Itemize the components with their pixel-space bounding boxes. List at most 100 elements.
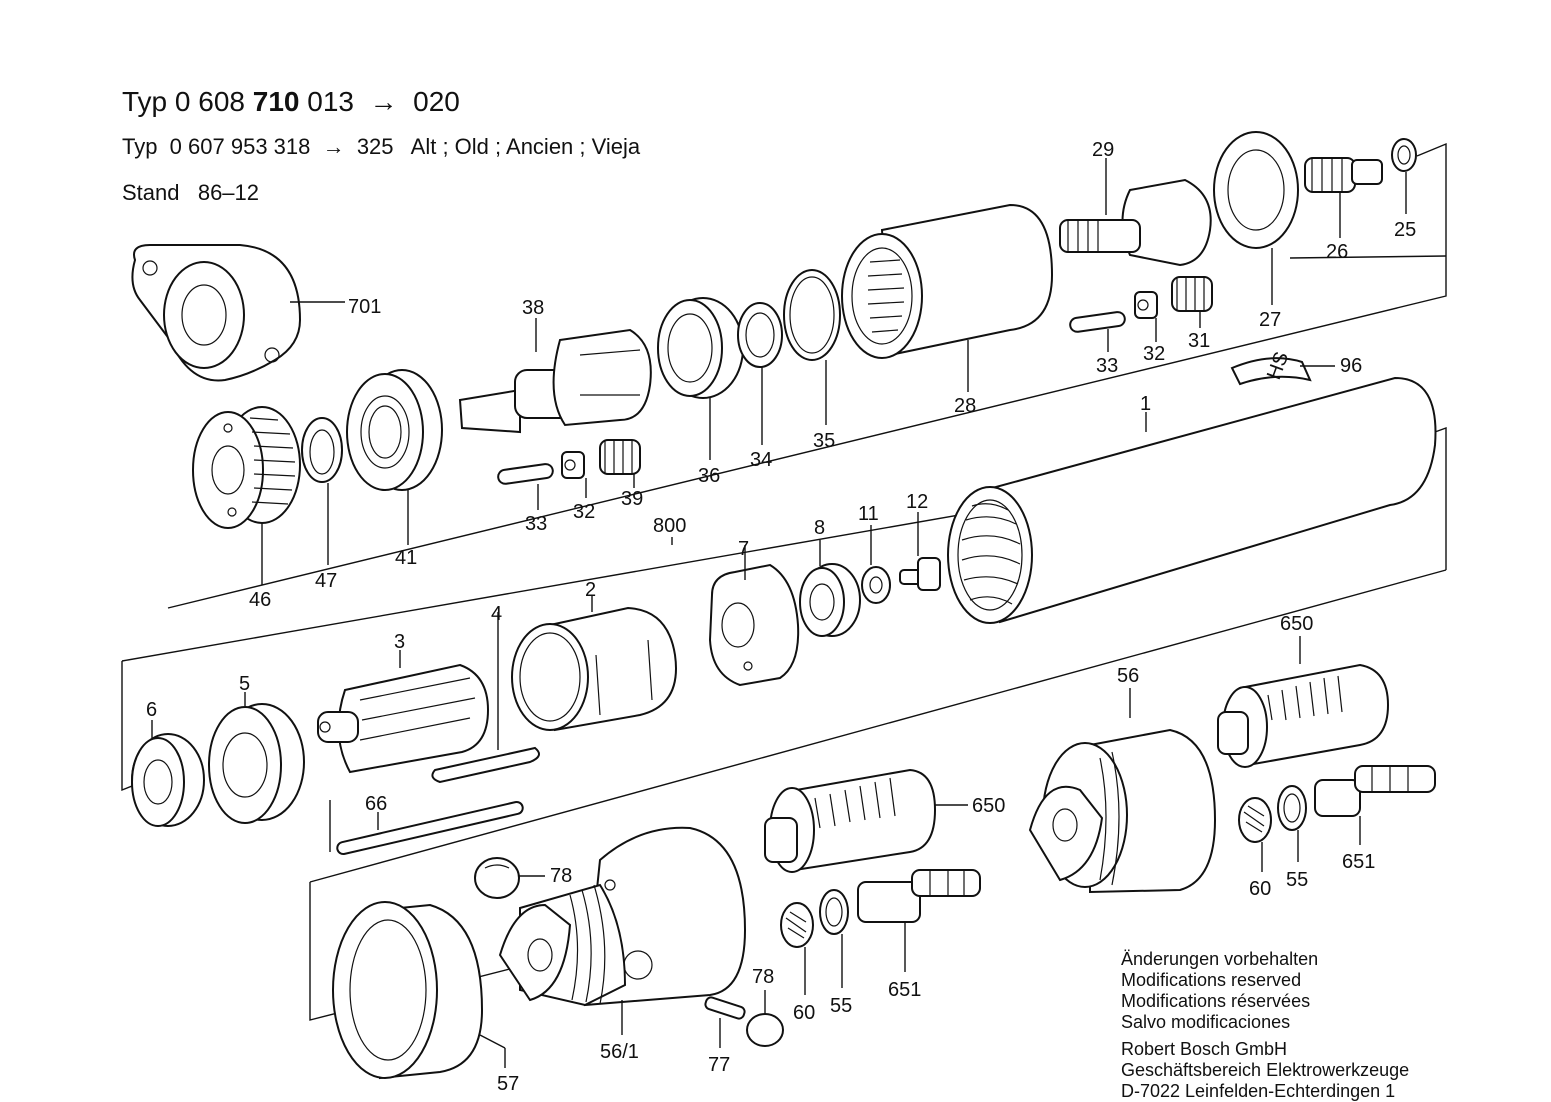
part-32-nut-lower — [561, 451, 587, 498]
part-5-end-plate — [208, 692, 305, 824]
label-33-lower: 33 — [525, 513, 547, 535]
label-29: 29 — [1092, 139, 1114, 161]
label-32-lower: 32 — [573, 501, 595, 523]
part-7-end-plate — [708, 545, 800, 687]
label-5: 5 — [239, 673, 250, 695]
part-29-carrier — [1059, 158, 1212, 267]
part-3-rotor — [317, 650, 490, 774]
title-number-bold: 710 — [252, 86, 300, 117]
part-650-silencer-upper — [1217, 636, 1390, 768]
note-en: Modifications reserved — [1121, 970, 1302, 990]
stand-date: Stand 86–12 — [122, 180, 260, 205]
label-27: 27 — [1259, 309, 1281, 331]
part-25-washer — [1391, 138, 1417, 214]
label-38: 38 — [522, 297, 544, 319]
part-38-spindle — [458, 318, 652, 434]
label-3: 3 — [394, 631, 405, 653]
part-28-ring-gear — [841, 203, 1054, 392]
note-es: Salvo modificaciones — [1121, 1012, 1291, 1032]
part-1-motor-housing — [947, 376, 1437, 624]
part-6-bearing — [131, 720, 205, 827]
part-55-washer-lower — [819, 889, 849, 988]
label-66: 66 — [365, 793, 387, 815]
label-32-upper: 32 — [1143, 343, 1165, 365]
title-number-part: 0 608 — [174, 86, 245, 117]
part-11-washer — [861, 525, 891, 604]
part-4-vane — [431, 612, 540, 784]
label-56: 56 — [1117, 665, 1139, 687]
group-frame-lines — [121, 142, 1447, 1021]
part-41-bearing — [346, 369, 443, 545]
label-55-upper: 55 — [1286, 869, 1308, 891]
label-34: 34 — [750, 449, 772, 471]
label-36: 36 — [698, 465, 720, 487]
label-25: 25 — [1394, 219, 1416, 241]
part-33-pin-lower — [497, 463, 554, 510]
part-651-nipple-upper — [1314, 765, 1436, 845]
part-2-cylinder — [511, 595, 677, 732]
label-55-lower: 55 — [830, 995, 852, 1017]
label-78-lower: 78 — [752, 966, 774, 988]
part-36-bearing — [657, 297, 744, 460]
part-60-filter-lower — [780, 902, 814, 995]
label-41: 41 — [395, 547, 417, 569]
label-701: 701 — [348, 296, 381, 318]
label-26: 26 — [1326, 241, 1348, 263]
part-26-pinion — [1304, 157, 1383, 238]
label-31: 31 — [1188, 330, 1210, 352]
part-78-plug-lower — [746, 990, 784, 1047]
part-8-bearing — [799, 540, 861, 637]
part-46-nut — [192, 406, 301, 585]
part-27-washer — [1213, 131, 1299, 305]
part-78-plug-upper — [474, 857, 545, 899]
label-56-1: 56/1 — [600, 1041, 639, 1063]
company-address: D-7022 Leinfelden-Echterdingen 1 — [1121, 1081, 1396, 1101]
label-47: 47 — [315, 570, 337, 592]
label-57: 57 — [497, 1073, 519, 1095]
label-650-upper: 650 — [1280, 613, 1313, 635]
label-4: 4 — [491, 603, 502, 625]
label-12: 12 — [906, 491, 928, 513]
part-39-gear — [599, 439, 641, 488]
part-56-1-housing — [498, 826, 747, 1035]
label-60-upper: 60 — [1249, 878, 1271, 900]
title-type-range: Typ 0 608 710 013 → 020 — [122, 86, 460, 118]
part-60-filter-upper — [1238, 797, 1272, 872]
part-33-pin-upper — [1069, 311, 1126, 352]
label-651-upper: 651 — [1342, 851, 1375, 873]
label-60-lower: 60 — [793, 1002, 815, 1024]
part-47-circlip — [301, 417, 343, 565]
label-77: 77 — [708, 1054, 730, 1076]
label-35: 35 — [813, 430, 835, 452]
label-96: 96 — [1340, 355, 1362, 377]
part-651-nipple-lower — [857, 869, 981, 972]
part-12-screw — [899, 512, 941, 591]
footer-notes: Änderungen vorbehalten Modifications res… — [1121, 949, 1409, 1102]
company-name: Robert Bosch GmbH — [1121, 1039, 1288, 1059]
title-prefix: Typ — [122, 86, 168, 117]
part-35-ring — [783, 269, 841, 425]
label-78-upper: 78 — [550, 865, 572, 887]
note-de: Änderungen vorbehalten — [1121, 949, 1319, 969]
label-6: 6 — [146, 699, 157, 721]
part-96-type-label: HS — [1230, 349, 1335, 386]
part-labels: 701 38 29 25 26 27 28 33 32 31 96 1 36 3… — [146, 139, 1416, 1095]
part-701-flange — [131, 244, 345, 382]
label-39: 39 — [621, 488, 643, 510]
part-650-silencer-lower — [764, 768, 968, 873]
label-8: 8 — [814, 517, 825, 539]
label-650-lower: 650 — [972, 795, 1005, 817]
part-55-washer-upper — [1277, 785, 1307, 862]
label-2: 2 — [585, 579, 596, 601]
part-77-screw — [704, 996, 746, 1048]
label-800: 800 — [653, 515, 686, 537]
label-7: 7 — [738, 538, 749, 560]
part-32-nut-upper — [1134, 291, 1158, 342]
label-28: 28 — [954, 395, 976, 417]
title-number-rest: 013 → 020 — [307, 86, 460, 117]
note-fr: Modifications réservées — [1121, 991, 1311, 1011]
part-34-washer — [737, 302, 783, 445]
part-66-rod — [336, 800, 524, 856]
label-46: 46 — [249, 589, 271, 611]
part-57-ring — [332, 901, 506, 1080]
